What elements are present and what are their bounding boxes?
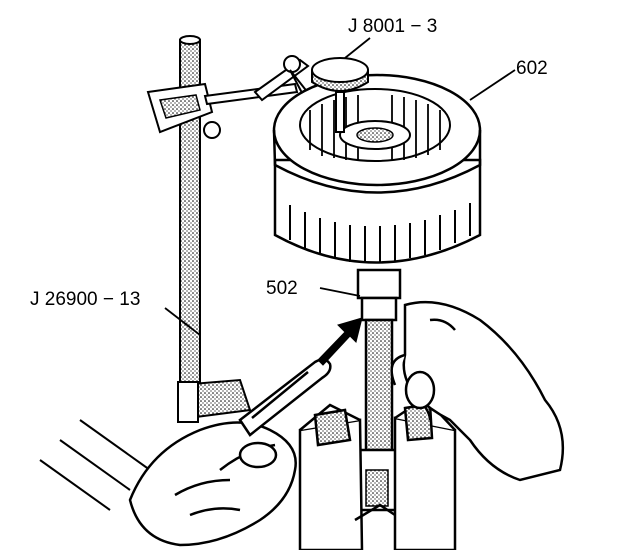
- right-hand: [390, 300, 565, 482]
- pointing-arrow: [317, 317, 363, 366]
- label-input-housing: 602: [516, 58, 548, 79]
- dial-indicator: [311, 57, 369, 133]
- indicator-stand: [146, 35, 252, 423]
- label-dial-indicator: J 8001 − 3: [348, 16, 437, 37]
- label-indicator-stand: J 26900 − 13: [30, 289, 140, 310]
- label-shaft: 502: [266, 278, 298, 299]
- vise: [298, 396, 457, 552]
- leader-lines: [164, 37, 516, 336]
- left-hand: [128, 421, 297, 547]
- input-housing: [272, 73, 482, 264]
- workbench: [39, 419, 151, 511]
- shaft: [356, 268, 402, 512]
